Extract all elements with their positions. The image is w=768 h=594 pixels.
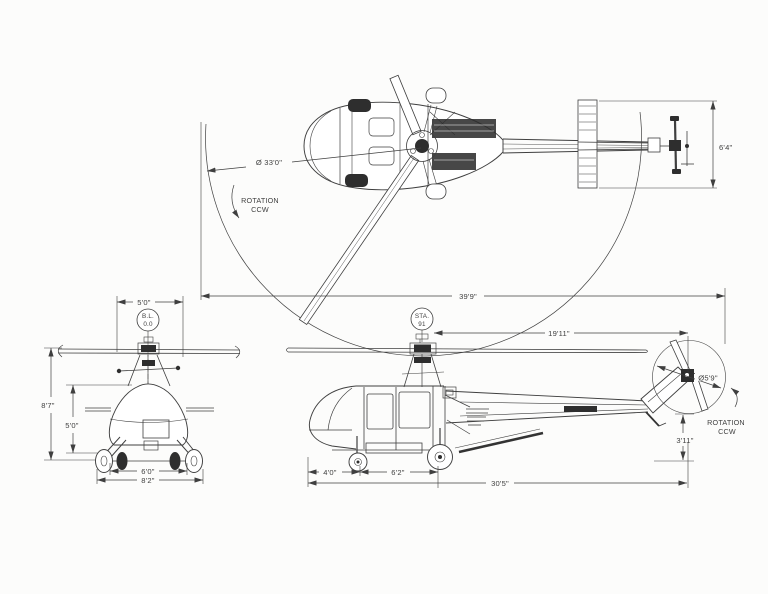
nose-to-front-wheel-label: 4'0": [323, 468, 336, 477]
left-outer-wheel: [95, 449, 113, 473]
tail-rotor-disc: [652, 340, 726, 414]
dim-front-track: 6'0": [109, 463, 188, 476]
tail-height-label: 3'11": [676, 436, 693, 445]
rotation-note-side: ROTATION CCW: [707, 387, 745, 436]
rotation-label-2: CCW: [718, 427, 736, 436]
tow-bar: [458, 431, 544, 454]
main-rotor-disc-arc: [205, 111, 642, 357]
front-wheel-top-left: [348, 99, 371, 112]
right-outer-wheel: [185, 449, 203, 473]
dim-overall-span: 39'9": [200, 122, 726, 344]
dim-rear-track: 8'2": [96, 469, 204, 485]
fuselage-height-label: 5'0": [65, 421, 78, 430]
dim-wheel-base: 6'2": [360, 466, 439, 488]
cabin-width-label: 5'0": [137, 298, 150, 307]
side-view: STA. 91: [286, 307, 745, 488]
left-inner-wheel: [116, 452, 128, 470]
dim-overall-height: 8'7": [41, 347, 96, 461]
stabilizer-top: [577, 99, 649, 189]
main-rotor-front: [57, 336, 241, 387]
wheel-base-label: 6'2": [391, 468, 404, 477]
buttline-value: 0.0: [143, 321, 153, 328]
rotation-arrow-icon: [231, 184, 240, 219]
front-view: 5'0" B.L. 0.0: [41, 296, 241, 485]
rotation-note-top: ROTATION CCW: [231, 184, 279, 219]
front-track-label: 6'0": [141, 467, 154, 476]
front-wheel-top-right: [345, 174, 368, 187]
control-paddle: [389, 74, 422, 136]
rear-track-label: 8'2": [141, 476, 154, 485]
tail-rotor-diameter-label: Ø5'9": [698, 374, 718, 383]
dim-tail-height: 3'11": [654, 413, 694, 462]
tail-skid: [645, 411, 660, 427]
main-rotor-side: [286, 333, 648, 388]
dim-hub-to-tail: 19'11": [434, 329, 689, 372]
landing-gear-side: [348, 428, 453, 472]
dim-cabin-width: 5'0": [116, 296, 184, 357]
hub-to-tail-label: 19'11": [548, 329, 570, 338]
overall-height-label: 8'7": [41, 401, 54, 410]
fuselage-top: [303, 87, 504, 200]
dim-fuselage-height: 5'0": [65, 384, 132, 454]
tail-rotor-top: [647, 116, 694, 174]
main-rotor-blade: [298, 154, 420, 326]
tail-boom-top: [502, 138, 649, 154]
dim-overall-length: 30'5": [308, 442, 689, 488]
engine-louvers: [466, 408, 489, 426]
rotation-label: ROTATION: [241, 196, 279, 205]
station-marker: STA. 91: [410, 307, 434, 342]
overall-length-label: 30'5": [491, 479, 509, 488]
main-wheel-top-left: [425, 87, 447, 104]
station-label: STA.: [415, 313, 429, 320]
engine-deck: [432, 119, 496, 138]
main-wheel-top-right: [425, 183, 447, 200]
buttline-label: B.L.: [142, 313, 154, 320]
top-view: Ø 33'0" ROTATION CCW 39'9" 6'4": [200, 74, 732, 357]
fuselage-side: [308, 385, 544, 454]
fuselage-front: [85, 383, 214, 451]
dim-stabilizer-span: 6'4": [599, 100, 732, 189]
right-inner-wheel: [169, 452, 181, 470]
overall-span-label: 39'9": [459, 292, 477, 301]
rotation-label: ROTATION: [707, 418, 745, 427]
main-rotor-top: [298, 74, 438, 326]
rotation-arrow-icon: [730, 387, 740, 408]
stabilizer-span-label: 6'4": [719, 143, 732, 152]
rotation-label-2: CCW: [251, 205, 269, 214]
station-value: 91: [418, 321, 426, 328]
dim-rotor-diameter: Ø 33'0": [206, 147, 422, 173]
rotor-diameter-label: Ø 33'0": [256, 158, 282, 167]
landing-gear-front: [95, 436, 203, 473]
dim-tail-rotor-diameter: Ø5'9": [656, 365, 722, 389]
